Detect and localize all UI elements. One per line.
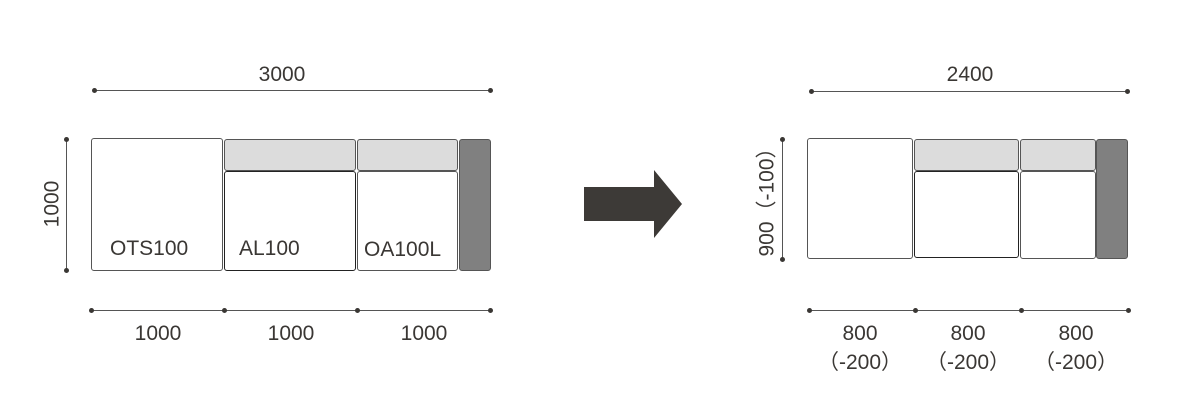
- dimension-dot: [64, 268, 69, 273]
- module-al100-seat: [224, 171, 356, 271]
- module-width-delta: （-200）: [925, 351, 1011, 374]
- right-arrow-icon: [584, 170, 682, 238]
- depth-label: 1000: [40, 180, 64, 228]
- dimension-dot: [488, 308, 493, 313]
- module-label: OTS100: [110, 237, 189, 260]
- module-width-label: 1000: [267, 322, 315, 345]
- dimension-dot: [1019, 308, 1024, 313]
- module-al100-backrest: [224, 139, 356, 171]
- module-label: AL100: [239, 237, 300, 260]
- module-al100-seat: [914, 171, 1019, 258]
- module-armrest: [459, 139, 491, 271]
- dimension-dot: [809, 89, 814, 94]
- dimension-dot: [780, 257, 785, 262]
- module-width-delta: （-200）: [1033, 351, 1119, 374]
- module-label: OA100L: [364, 238, 442, 261]
- module-oa100l-seat: [357, 171, 458, 271]
- module-width-label: 800: [1058, 322, 1094, 345]
- dimension-dot: [913, 308, 918, 313]
- module-ots100: [91, 138, 223, 271]
- dimension-dot: [1126, 308, 1131, 313]
- module-width-delta: （-200）: [817, 351, 903, 374]
- dimension-dot: [89, 308, 94, 313]
- total-width-dimension-line: [811, 91, 1127, 92]
- module-armrest: [1096, 139, 1128, 259]
- module-oa100l-backrest: [357, 139, 458, 171]
- depth-dimension-line: [66, 139, 67, 270]
- module-width-dimension-line: [91, 310, 490, 311]
- dimension-dot: [1125, 89, 1130, 94]
- dimension-dot: [355, 308, 360, 313]
- dimension-dot: [92, 88, 97, 93]
- module-width-label: 800: [842, 322, 878, 345]
- total-width-label: 3000: [258, 63, 306, 86]
- total-width-dimension-line: [94, 90, 490, 91]
- dimension-dot: [64, 137, 69, 142]
- module-ots100: [807, 138, 913, 259]
- dimension-dot: [780, 137, 785, 142]
- module-oa100l-backrest: [1020, 139, 1096, 171]
- module-width-dimension-line: [809, 310, 1128, 311]
- dimension-dot: [807, 308, 812, 313]
- total-width-label: 2400: [946, 63, 994, 86]
- module-oa100l-seat: [1020, 171, 1096, 259]
- dimension-dot: [488, 88, 493, 93]
- module-al100-backrest: [914, 139, 1019, 171]
- depth-dimension-line: [782, 139, 783, 259]
- module-width-label: 1000: [400, 322, 448, 345]
- depth-label: 900（-100）: [755, 137, 779, 257]
- module-width-label: 800: [950, 322, 986, 345]
- dimension-dot: [222, 308, 227, 313]
- module-width-label: 1000: [134, 322, 182, 345]
